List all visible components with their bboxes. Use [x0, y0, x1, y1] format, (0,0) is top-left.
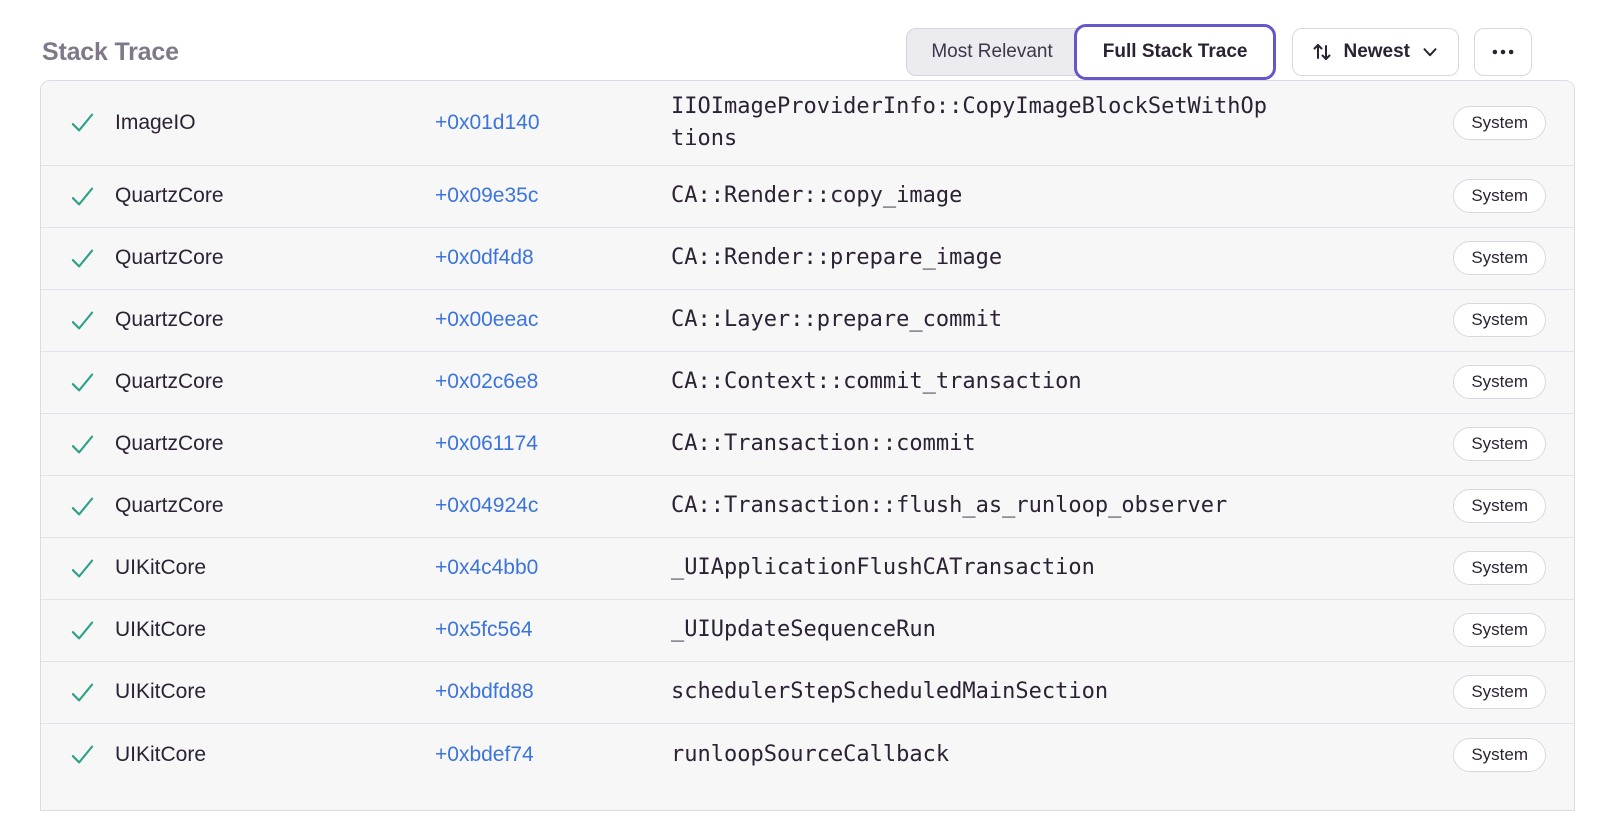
frame-module: QuartzCore: [115, 370, 224, 394]
stack-frame-row[interactable]: UIKitCore +0x5fc564 _UIUpdateSequenceRun…: [41, 599, 1574, 662]
sort-label: Newest: [1343, 41, 1410, 62]
view-toggle: Most Relevant Full Stack Trace: [906, 24, 1277, 80]
stack-frame-rows: ImageIO +0x01d140 IIOImageProviderInfo::…: [41, 81, 1574, 786]
system-badge: System: [1453, 551, 1546, 586]
ellipsis-icon: [1490, 39, 1516, 65]
stack-frame-row[interactable]: UIKitCore +0x4c4bb0 _UIApplicationFlushC…: [41, 537, 1574, 600]
frame-address-link[interactable]: +0x061174: [435, 432, 538, 456]
stack-frame-row[interactable]: QuartzCore +0x02c6e8 CA::Context::commit…: [41, 351, 1574, 414]
most-relevant-button[interactable]: Most Relevant: [906, 28, 1088, 76]
frame-module: UIKitCore: [115, 556, 207, 580]
checkmark-icon: [69, 741, 115, 768]
frame-function: CA::Render::copy_image: [671, 183, 963, 209]
checkmark-icon: [69, 183, 115, 210]
frame-function: schedulerStepScheduledMainSection: [671, 679, 1109, 705]
frame-function: _UIUpdateSequenceRun: [671, 617, 936, 643]
frame-address-link[interactable]: +0x01d140: [435, 110, 540, 134]
checkmark-icon: [69, 493, 115, 520]
stack-frame-row[interactable]: QuartzCore +0x04924c CA::Transaction::fl…: [41, 475, 1574, 538]
frame-function: CA::Transaction::commit: [671, 431, 976, 457]
frame-module: ImageIO: [115, 110, 196, 134]
checkmark-icon: [69, 555, 115, 582]
frame-address-link[interactable]: +0x09e35c: [435, 184, 539, 208]
checkmark-icon: [69, 679, 115, 706]
checkmark-icon: [69, 369, 115, 396]
stack-frame-row[interactable]: UIKitCore +0xbdfd88 schedulerStepSchedul…: [41, 661, 1574, 724]
frame-function: _UIApplicationFlushCATransaction: [671, 555, 1095, 581]
system-badge: System: [1453, 613, 1546, 648]
system-badge: System: [1453, 179, 1546, 214]
stack-frame-row[interactable]: QuartzCore +0x09e35c CA::Render::copy_im…: [41, 165, 1574, 228]
stack-trace-list: ImageIO +0x01d140 IIOImageProviderInfo::…: [40, 80, 1575, 811]
frame-address-link[interactable]: +0x02c6e8: [435, 370, 539, 394]
system-badge: System: [1453, 427, 1546, 462]
system-badge: System: [1453, 303, 1546, 338]
frame-module: UIKitCore: [115, 742, 207, 766]
system-badge: System: [1453, 365, 1546, 400]
checkmark-icon: [69, 307, 115, 334]
system-badge: System: [1453, 105, 1546, 140]
frame-module: QuartzCore: [115, 246, 224, 270]
more-options-button[interactable]: [1474, 28, 1532, 76]
stack-frame-row[interactable]: QuartzCore +0x00eeac CA::Layer::prepare_…: [41, 289, 1574, 352]
system-badge: System: [1453, 241, 1546, 276]
stack-frame-row[interactable]: ImageIO +0x01d140 IIOImageProviderInfo::…: [41, 81, 1574, 166]
frame-function: IIOImageProviderInfo::CopyImageBlockSetW…: [671, 94, 1268, 151]
checkmark-icon: [69, 109, 115, 136]
full-stack-trace-button[interactable]: Full Stack Trace: [1073, 24, 1277, 80]
frame-address-link[interactable]: +0xbdfd88: [435, 680, 534, 704]
frame-module: UIKitCore: [115, 680, 207, 704]
system-badge: System: [1453, 737, 1546, 772]
cutoff-row: [41, 785, 1574, 810]
frame-module: QuartzCore: [115, 184, 224, 208]
frame-function: runloopSourceCallback: [671, 741, 950, 767]
frame-address-link[interactable]: +0x5fc564: [435, 618, 533, 642]
frame-module: QuartzCore: [115, 308, 224, 332]
system-badge: System: [1453, 675, 1546, 710]
frame-address-link[interactable]: +0x0df4d8: [435, 246, 534, 270]
frame-function: CA::Context::commit_transaction: [671, 369, 1082, 395]
frame-function: CA::Render::prepare_image: [671, 245, 1003, 271]
frame-function: CA::Transaction::flush_as_runloop_observ…: [671, 493, 1228, 519]
frame-address-link[interactable]: +0xbdef74: [435, 742, 534, 766]
checkmark-icon: [69, 245, 115, 272]
stack-trace-header: Stack Trace Most Relevant Full Stack Tra…: [0, 0, 1614, 80]
frame-module: UIKitCore: [115, 618, 207, 642]
frame-address-link[interactable]: +0x04924c: [435, 494, 539, 518]
stack-frame-row[interactable]: QuartzCore +0x0df4d8 CA::Render::prepare…: [41, 227, 1574, 290]
frame-address-link[interactable]: +0x00eeac: [435, 308, 539, 332]
checkmark-icon: [69, 617, 115, 644]
checkmark-icon: [69, 431, 115, 458]
system-badge: System: [1453, 489, 1546, 524]
frame-module: QuartzCore: [115, 432, 224, 456]
stack-frame-row[interactable]: QuartzCore +0x061174 CA::Transaction::co…: [41, 413, 1574, 476]
header-controls: Most Relevant Full Stack Trace Newest: [906, 24, 1532, 80]
frame-module: QuartzCore: [115, 494, 224, 518]
page-title: Stack Trace: [42, 37, 179, 66]
frame-address-link[interactable]: +0x4c4bb0: [435, 556, 539, 580]
sort-button[interactable]: Newest: [1292, 28, 1459, 76]
sort-arrows-icon: [1310, 40, 1334, 64]
frame-function: CA::Layer::prepare_commit: [671, 307, 1003, 333]
stack-frame-row[interactable]: UIKitCore +0xbdef74 runloopSourceCallbac…: [41, 723, 1574, 786]
chevron-down-icon: [1419, 41, 1441, 63]
